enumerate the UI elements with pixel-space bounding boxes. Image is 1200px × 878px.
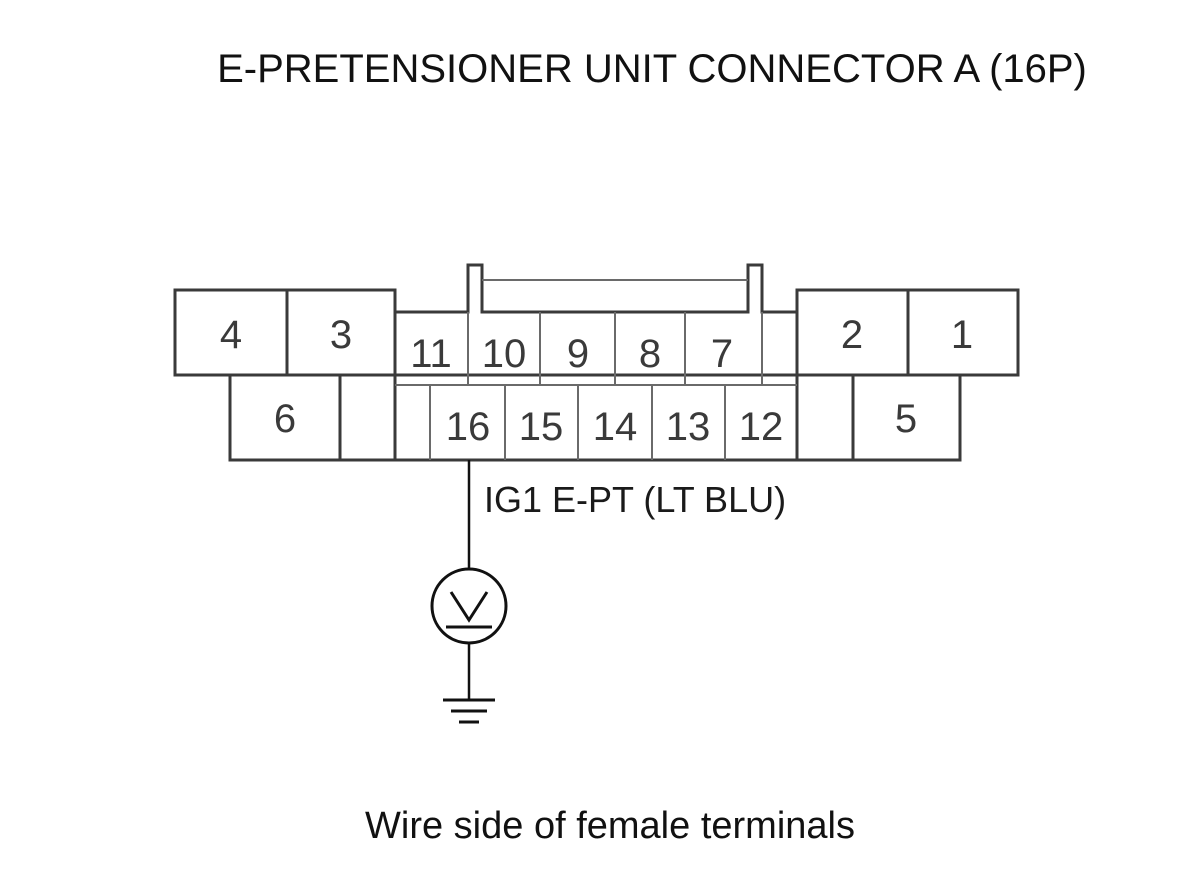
voltmeter-v-symbol — [446, 591, 492, 629]
terminal-3-label: 3 — [330, 313, 352, 357]
terminal-6-label: 6 — [274, 397, 296, 441]
terminal-14-label: 14 — [593, 405, 638, 449]
terminal-2-label: 2 — [841, 313, 863, 357]
voltmeter-icon — [430, 567, 508, 645]
terminal-9-label: 9 — [567, 332, 589, 376]
terminal-13-label: 13 — [666, 405, 711, 449]
terminal-15-label: 15 — [519, 405, 564, 449]
connector-a-16p: 4 3 11 10 9 8 7 2 1 6 16 15 14 13 12 5 — [173, 263, 1020, 462]
connector-grid-lines — [175, 290, 1018, 460]
view-caption: Wire side of female terminals — [365, 805, 855, 847]
connector-housing-outline — [173, 263, 1020, 462]
terminal-16-label: 16 — [446, 405, 491, 449]
diagram-title: E-PRETENSIONER UNIT CONNECTOR A (16P) — [217, 47, 1087, 91]
terminal-12-label: 12 — [739, 405, 784, 449]
terminal-1-label: 1 — [951, 313, 973, 357]
terminal-8-label: 8 — [639, 332, 661, 376]
measurement-circuit: IG1 E-PT (LT BLU) — [430, 460, 786, 724]
terminal-4-label: 4 — [220, 313, 242, 357]
terminal-10-label: 10 — [482, 332, 527, 376]
terminal-5-label: 5 — [895, 397, 917, 441]
ground-icon — [443, 698, 495, 724]
wire-label: IG1 E-PT (LT BLU) — [484, 479, 786, 520]
terminal-7-label: 7 — [711, 332, 733, 376]
terminal-11-label: 11 — [410, 332, 452, 376]
